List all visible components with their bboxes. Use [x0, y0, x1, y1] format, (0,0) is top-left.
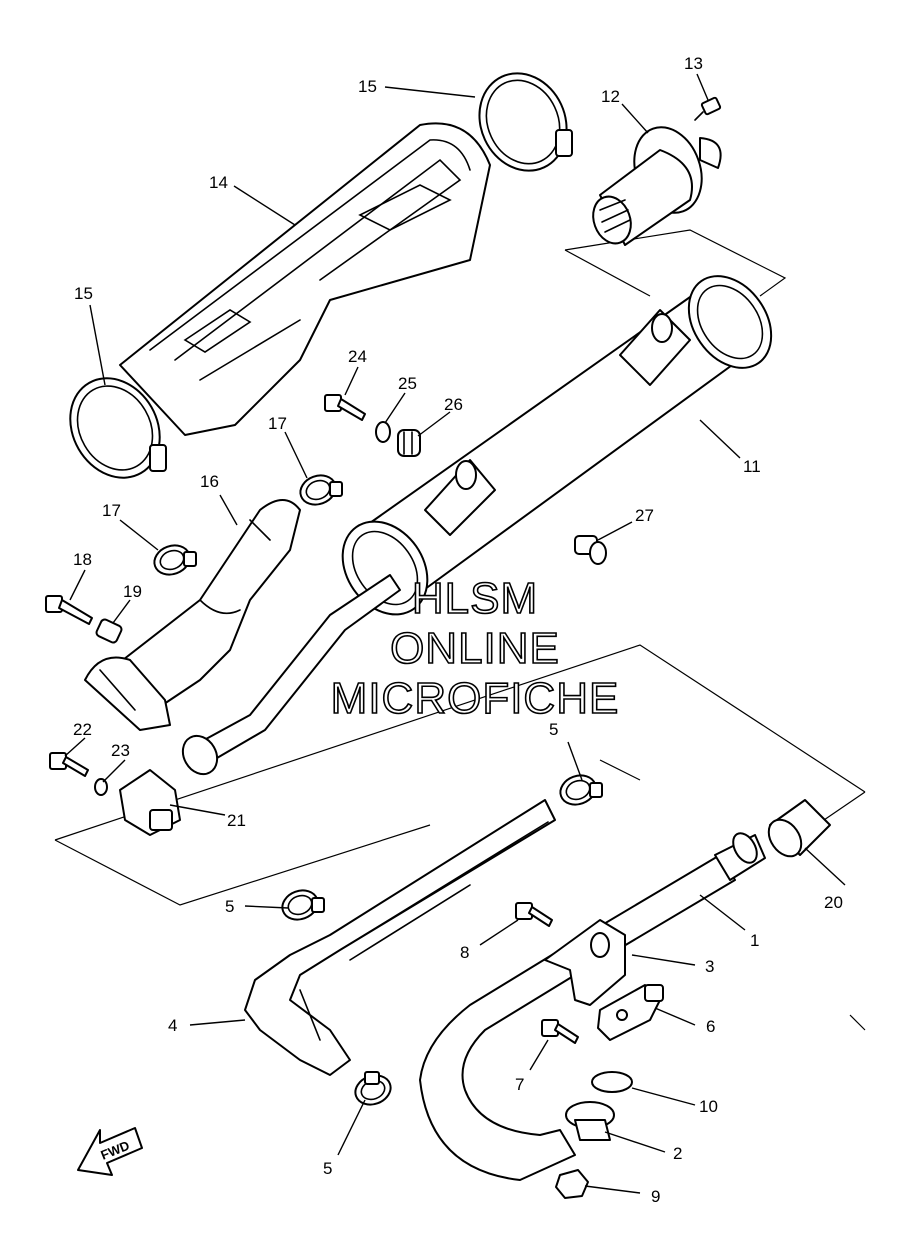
clamp-band-upper	[478, 72, 573, 172]
muffler-heat-shield	[119, 122, 491, 436]
collar-27	[574, 535, 607, 565]
callout-24: 24	[348, 347, 367, 366]
callout-5-bottom: 5	[323, 1159, 332, 1178]
muffler	[341, 275, 773, 616]
callout-25: 25	[398, 374, 417, 393]
exhaust-pipe-front	[419, 832, 766, 1181]
callout-17-top: 17	[268, 414, 287, 433]
clamp-5-middle	[281, 889, 325, 921]
callout-26: 26	[444, 395, 463, 414]
bolt-24	[324, 394, 366, 421]
callout-11: 11	[743, 457, 761, 476]
gasket-20	[767, 799, 831, 858]
bracket-6	[597, 984, 664, 1041]
pipe-joint-21	[119, 734, 219, 836]
screw-13	[694, 96, 722, 121]
callout-1: 1	[750, 931, 759, 950]
watermark-line-1: HLSM	[412, 574, 538, 623]
callout-16: 16	[200, 472, 219, 491]
spark-arrester	[592, 126, 722, 246]
callout-12: 12	[601, 87, 620, 106]
callout-14: 14	[209, 173, 228, 192]
exhaust-protector	[244, 799, 556, 1076]
bolt-8	[515, 902, 553, 927]
collar-19	[95, 618, 123, 644]
callout-20: 20	[824, 893, 843, 912]
watermark-line-3: MICROFICHE	[331, 674, 620, 723]
callout-3: 3	[705, 957, 714, 976]
clamp-5-upper	[559, 774, 603, 806]
callout-8: 8	[460, 943, 469, 962]
callout-5-middle: 5	[225, 897, 234, 916]
callout-21: 21	[227, 811, 246, 830]
callout-27: 27	[635, 506, 654, 525]
callout-6: 6	[706, 1017, 715, 1036]
callout-15-top: 15	[358, 77, 377, 96]
pipe-bracket-3	[544, 919, 626, 1006]
callout-2: 2	[673, 1144, 682, 1163]
exhaust-pipe-rear	[84, 499, 301, 731]
bolt-22	[49, 752, 89, 777]
watermark: HLSM ONLINE MICROFICHE	[330, 573, 620, 724]
callout-18: 18	[73, 550, 92, 569]
watermark-line-2: ONLINE	[390, 624, 560, 673]
callout-15-left: 15	[74, 284, 93, 303]
callout-23: 23	[111, 741, 130, 760]
washer-23	[94, 778, 108, 796]
callout-10: 10	[699, 1097, 718, 1116]
callout-7: 7	[515, 1075, 524, 1094]
callout-13: 13	[684, 54, 703, 73]
callout-9: 9	[651, 1187, 660, 1206]
callout-5-top: 5	[549, 720, 558, 739]
flange-2	[565, 1101, 615, 1141]
callout-19: 19	[123, 582, 142, 601]
callout-17-left: 17	[102, 501, 121, 520]
callout-22: 22	[73, 720, 92, 739]
washer-25	[375, 421, 391, 443]
callout-labels: 1 2 3 4 5 5 5 6 7 8 9 10 11 12 13 14 15 …	[73, 54, 843, 1206]
forward-direction-arrow: FWD	[77, 1127, 143, 1176]
clamp-5-lower	[354, 1071, 392, 1106]
nut-9	[555, 1169, 589, 1199]
grommet-26	[397, 429, 421, 457]
bolt-7	[541, 1019, 579, 1044]
gasket-10	[591, 1071, 633, 1093]
leader-lines	[64, 73, 846, 1194]
callout-4: 4	[168, 1016, 177, 1035]
bolt-18	[45, 595, 93, 625]
connecting-pipe	[194, 574, 401, 766]
clamp-17-upper	[299, 474, 343, 506]
clamp-band-lower	[69, 377, 167, 479]
clamp-17-lower	[153, 544, 197, 576]
